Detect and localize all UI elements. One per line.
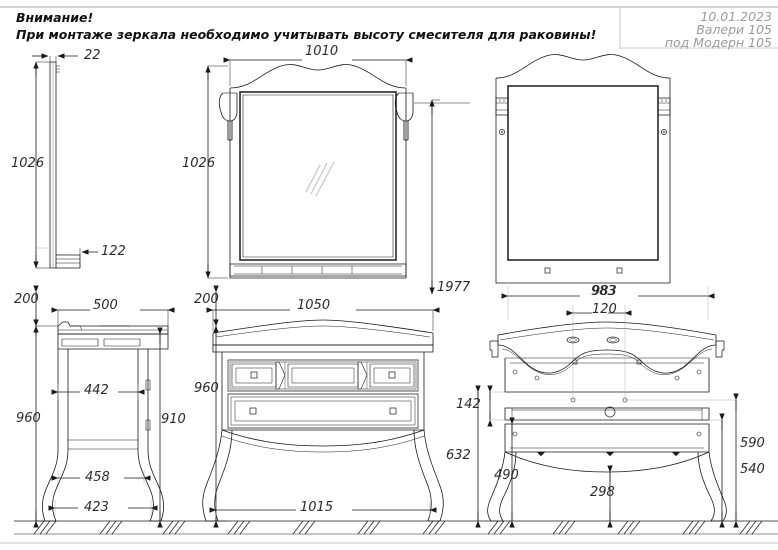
dim-cab-front-1050: 1050 [297, 298, 331, 313]
sconce-right [394, 92, 414, 141]
dim-cab-rear-590: 590 [740, 436, 765, 451]
cabinet-front-elevation-geometry [202, 319, 444, 522]
dim-mirror-front-1977: 1977 [437, 280, 471, 295]
dim-cab-rear-120: 120 [592, 302, 617, 317]
mirror-front-dimension-lines [205, 57, 470, 295]
dim-mirror-front-1010: 1010 [305, 44, 339, 59]
hanger-bracket-left [495, 97, 509, 116]
dim-cab-side-442: 442 [84, 383, 109, 398]
dim-cab-rear-490: 490 [494, 468, 519, 483]
dim-cab-rear-298: 298 [590, 485, 615, 500]
dim-cab-side-423: 423 [84, 500, 109, 515]
dim-cab-side-458: 458 [85, 470, 110, 485]
dim-cab-front-960: 960 [194, 381, 219, 396]
notice-title: Внимание! [16, 10, 94, 25]
dim-cab-side-910: 910 [161, 412, 186, 427]
dim-cab-side-200: 200 [14, 292, 39, 307]
dim-cab-front-1015: 1015 [300, 500, 334, 515]
header-box [619, 7, 778, 49]
header-date: 10.01.2023 [700, 9, 772, 24]
dim-cab-rear-632: 632 [446, 448, 471, 463]
dim-cab-side-960: 960 [16, 411, 41, 426]
ground-line [14, 520, 778, 535]
mirror-rear-elevation-geometry [495, 54, 671, 284]
dim-cab-rear-142: 142 [456, 397, 481, 412]
cabinet-front-dimension-lines [206, 285, 440, 528]
cabinet-rear-elevation-geometry [487, 321, 727, 522]
dim-mirror-front-1026: 1026 [182, 156, 216, 171]
header-model: Валери 105 [696, 22, 772, 37]
dim-mirror-side-22: 22 [84, 48, 101, 63]
mirror-side-elevation-geometry [49, 61, 81, 269]
hanger-bracket-right [657, 97, 671, 116]
cabinet-side-elevation-geometry [41, 321, 169, 522]
mirror-side-dimension-lines [32, 53, 98, 269]
ground-hatch [33, 520, 763, 535]
dim-cab-front-200: 200 [194, 292, 219, 307]
dim-mirror-side-1026: 1026 [11, 156, 45, 171]
dim-cab-rear-983: 983 [591, 284, 616, 299]
sheet-border [0, 6, 778, 544]
cabinet-rear-dimension-lines [475, 286, 739, 528]
header-series: под Модерн 105 [664, 35, 772, 50]
dim-mirror-rear-983: 983 [592, 284, 617, 299]
notice-body: При монтаже зеркала необходимо учитывать… [16, 27, 597, 42]
dim-mirror-side-122: 122 [101, 244, 126, 259]
dim-cab-side-500: 500 [93, 298, 118, 313]
sconce-left [218, 92, 238, 141]
mirror-front-elevation-geometry [218, 64, 414, 279]
dim-cab-rear-540: 540 [740, 462, 765, 477]
